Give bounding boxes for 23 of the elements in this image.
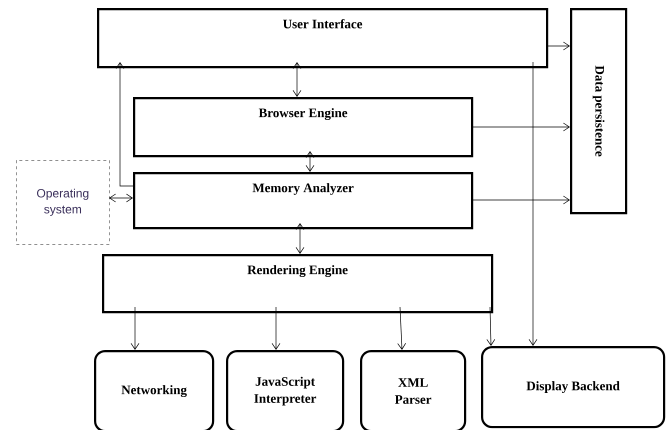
arrow: [109, 194, 133, 202]
arrow: [528, 62, 538, 346]
process-box: Rendering Engine: [102, 254, 494, 314]
process-box: Browser Engine: [133, 97, 474, 158]
arrow: [296, 222, 304, 254]
arrow: [546, 42, 570, 50]
arrow: [130, 306, 140, 350]
arrow: [116, 62, 134, 186]
process-box: Data persistence: [570, 8, 628, 214]
arrow: [306, 151, 314, 172]
dashed-box: Operating system: [16, 160, 110, 245]
process-box: Memory Analyzer: [133, 172, 474, 230]
arrow: [470, 196, 570, 204]
arrow: [486, 306, 496, 346]
rounded-box: Display Backend: [481, 346, 666, 428]
arrow: [470, 122, 570, 132]
rounded-box: JavaScript Interpreter: [226, 350, 344, 430]
rounded-box: Networking: [94, 350, 214, 430]
rounded-box: XML Parser: [360, 350, 466, 430]
arrow: [292, 62, 302, 97]
process-box: User Interface: [97, 8, 548, 68]
arrow: [397, 306, 406, 350]
arrow: [272, 306, 280, 350]
